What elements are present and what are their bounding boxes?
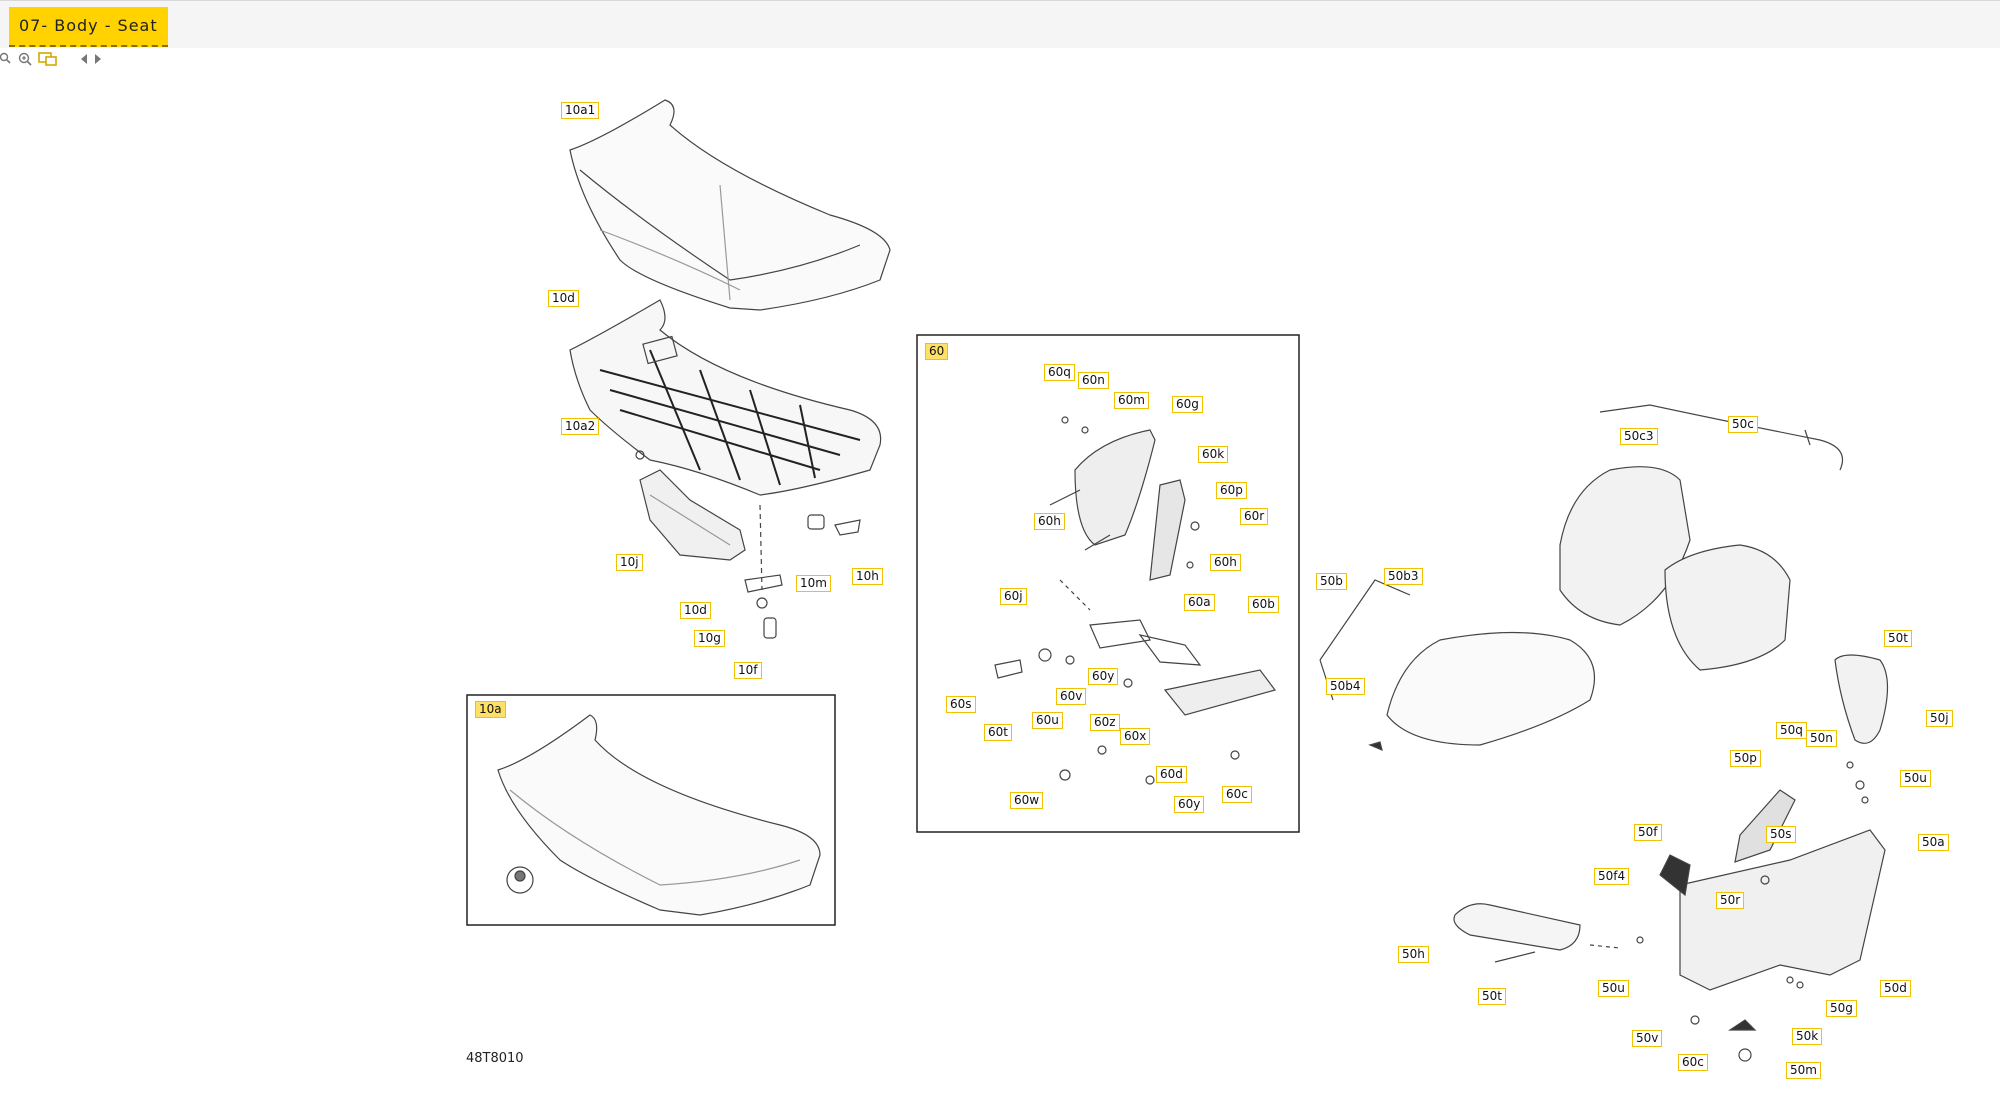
callout-50s[interactable]: 50s [1766, 826, 1796, 843]
callout-60c-2[interactable]: 60c [1678, 1054, 1708, 1071]
fit-to-screen-icon[interactable] [38, 51, 58, 67]
callout-60z[interactable]: 60z [1090, 714, 1120, 731]
callout-10a[interactable]: 10a [475, 701, 506, 718]
callout-50n[interactable]: 50n [1806, 730, 1837, 747]
callout-10a2[interactable]: 10a2 [561, 418, 600, 435]
callout-60r[interactable]: 60r [1240, 508, 1269, 525]
callout-10f[interactable]: 10f [734, 662, 762, 679]
callout-60u[interactable]: 60u [1032, 712, 1063, 729]
callout-50f4[interactable]: 50f4 [1594, 868, 1630, 885]
callout-50p[interactable]: 50p [1730, 750, 1761, 767]
seat-base-drawing [569, 299, 882, 496]
callout-60k[interactable]: 60k [1198, 446, 1229, 463]
callout-60t[interactable]: 60t [984, 724, 1012, 741]
callout-50r[interactable]: 50r [1716, 892, 1745, 909]
callout-50b4[interactable]: 50b4 [1326, 678, 1365, 695]
callout-60c[interactable]: 60c [1222, 786, 1252, 803]
seat-cover-drawing [569, 99, 891, 311]
callout-50k[interactable]: 50k [1792, 1028, 1823, 1045]
seat-frame-50-drawing [1319, 404, 1889, 1062]
callout-60h[interactable]: 60h [1034, 513, 1065, 530]
callout-10g[interactable]: 10g [694, 630, 725, 647]
callout-60h-2[interactable]: 60h [1210, 554, 1241, 571]
callout-10h[interactable]: 10h [852, 568, 883, 585]
callout-50u-2[interactable]: 50u [1598, 980, 1629, 997]
zoom-out-icon[interactable] [0, 51, 12, 67]
inset-frame-60 [916, 334, 1300, 833]
callout-50a[interactable]: 50a [1918, 834, 1949, 851]
callout-50v[interactable]: 50v [1632, 1030, 1663, 1047]
callout-50t[interactable]: 50t [1884, 630, 1912, 647]
exploded-view-drawing [466, 99, 1889, 1062]
callout-10j[interactable]: 10j [616, 554, 643, 571]
callout-50h[interactable]: 50h [1398, 946, 1429, 963]
zoom-in-icon[interactable] [18, 51, 32, 67]
previous-arrow-icon[interactable] [80, 51, 88, 67]
callout-50j[interactable]: 50j [1926, 710, 1953, 727]
seat-latch-mechanism-drawing [994, 416, 1277, 785]
callout-60p[interactable]: 60p [1216, 482, 1247, 499]
callout-60s[interactable]: 60s [946, 696, 976, 713]
callout-50c3[interactable]: 50c3 [1620, 428, 1658, 445]
callout-50b3[interactable]: 50b3 [1384, 568, 1423, 585]
callout-50f[interactable]: 50f [1634, 824, 1662, 841]
callout-60g[interactable]: 60g [1172, 396, 1203, 413]
side-panel-drawing [639, 469, 746, 561]
callout-60x[interactable]: 60x [1120, 728, 1151, 745]
callout-50t-2[interactable]: 50t [1478, 988, 1506, 1005]
callout-60v[interactable]: 60v [1056, 688, 1087, 705]
callout-50u[interactable]: 50u [1900, 770, 1931, 787]
callout-60b[interactable]: 60b [1248, 596, 1279, 613]
diagram-canvas: 10a1 10d 10a2 10j 10d 10g 10f 10m 10h 10… [0, 70, 2000, 1108]
callout-10m[interactable]: 10m [796, 575, 831, 592]
callout-50m[interactable]: 50m [1786, 1062, 1821, 1079]
figure-code: 48T8010 [466, 1051, 524, 1066]
callout-60j[interactable]: 60j [1000, 588, 1027, 605]
callout-60y-2[interactable]: 60y [1174, 796, 1205, 813]
callout-10d[interactable]: 10d [548, 290, 579, 307]
callout-50q[interactable]: 50q [1776, 722, 1807, 739]
callout-60y[interactable]: 60y [1088, 668, 1119, 685]
callout-60n[interactable]: 60n [1078, 372, 1109, 389]
section-title-tab[interactable]: 07- Body - Seat [9, 7, 168, 47]
callout-50g[interactable]: 50g [1826, 1000, 1857, 1017]
callout-60[interactable]: 60 [925, 343, 949, 360]
callout-60a[interactable]: 60a [1184, 594, 1215, 611]
callout-10d-2[interactable]: 10d [680, 602, 711, 619]
callout-60q[interactable]: 60q [1044, 364, 1075, 381]
fastener-drawing [635, 450, 645, 460]
callout-50b[interactable]: 50b [1316, 573, 1347, 590]
top-bar: 07- Body - Seat [0, 0, 2000, 48]
callout-50c[interactable]: 50c [1728, 416, 1758, 433]
callout-60m[interactable]: 60m [1114, 392, 1149, 409]
callout-60d[interactable]: 60d [1156, 766, 1187, 783]
inset-frame-10a [466, 694, 836, 926]
viewer-toolbar [0, 50, 102, 68]
seat-assembly-inset-drawing [497, 714, 821, 916]
callout-10a1[interactable]: 10a1 [561, 102, 600, 119]
callout-60w[interactable]: 60w [1010, 792, 1044, 809]
callout-50d[interactable]: 50d [1880, 980, 1911, 997]
next-arrow-icon[interactable] [94, 51, 102, 67]
